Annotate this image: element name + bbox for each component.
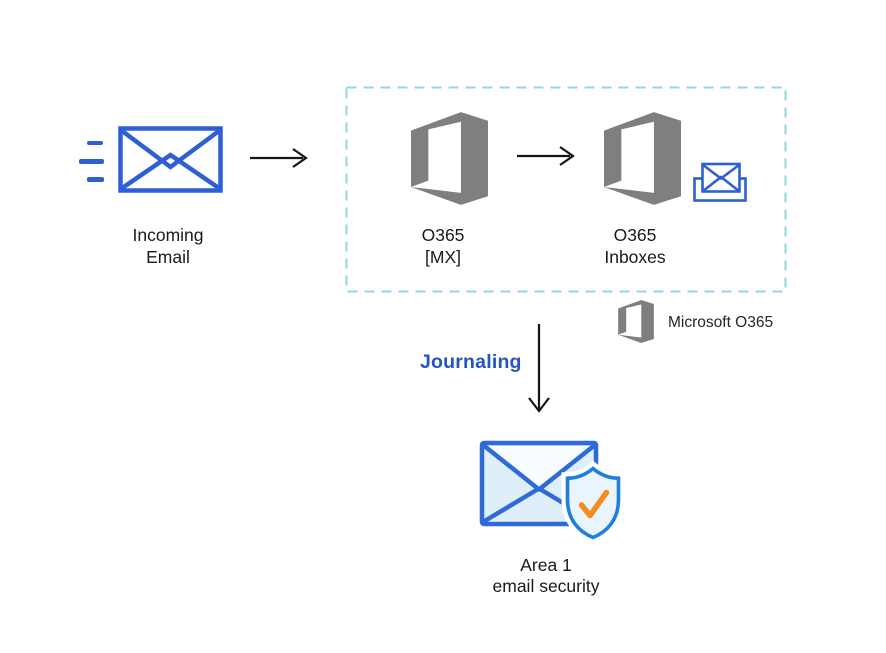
area1-label: Area 1 email security [493, 555, 600, 597]
office365-logo-icon [618, 300, 654, 343]
area1-label-line2: email security [492, 576, 600, 596]
o365-inboxes-label-line2: Inboxes [604, 247, 666, 267]
speed-line-icon [79, 159, 104, 164]
check-icon [578, 489, 610, 519]
o365-mx-label-line2: [MX] [425, 247, 461, 267]
envelope-shield-check-icon [479, 440, 625, 544]
arrow-right-icon [517, 146, 575, 166]
speed-line-icon [87, 141, 103, 145]
legend-label: Microsoft O365 [668, 314, 774, 331]
o365-mx-label-line1: O365 [421, 225, 465, 245]
area1-label-line1: Area 1 [520, 555, 572, 575]
inbox-tray-envelope-icon [693, 162, 747, 202]
o365-inboxes-label: O365 Inboxes [604, 224, 665, 268]
incoming-email-label-line2: Email [146, 247, 190, 267]
journaling-label: Journaling [420, 351, 522, 373]
arrow-down-icon [528, 324, 550, 413]
shield-check-icon [561, 460, 625, 544]
o365-mx-label: O365 [MX] [422, 224, 465, 268]
envelope-outline-icon [118, 126, 223, 193]
office365-logo-icon [604, 112, 681, 205]
incoming-email-label-line1: Incoming [132, 225, 204, 245]
arrow-right-icon [250, 148, 308, 168]
speed-line-icon [87, 177, 104, 182]
incoming-email-label: Incoming Email [132, 224, 203, 268]
o365-inboxes-label-line1: O365 [613, 225, 657, 245]
office365-logo-icon [411, 112, 488, 205]
